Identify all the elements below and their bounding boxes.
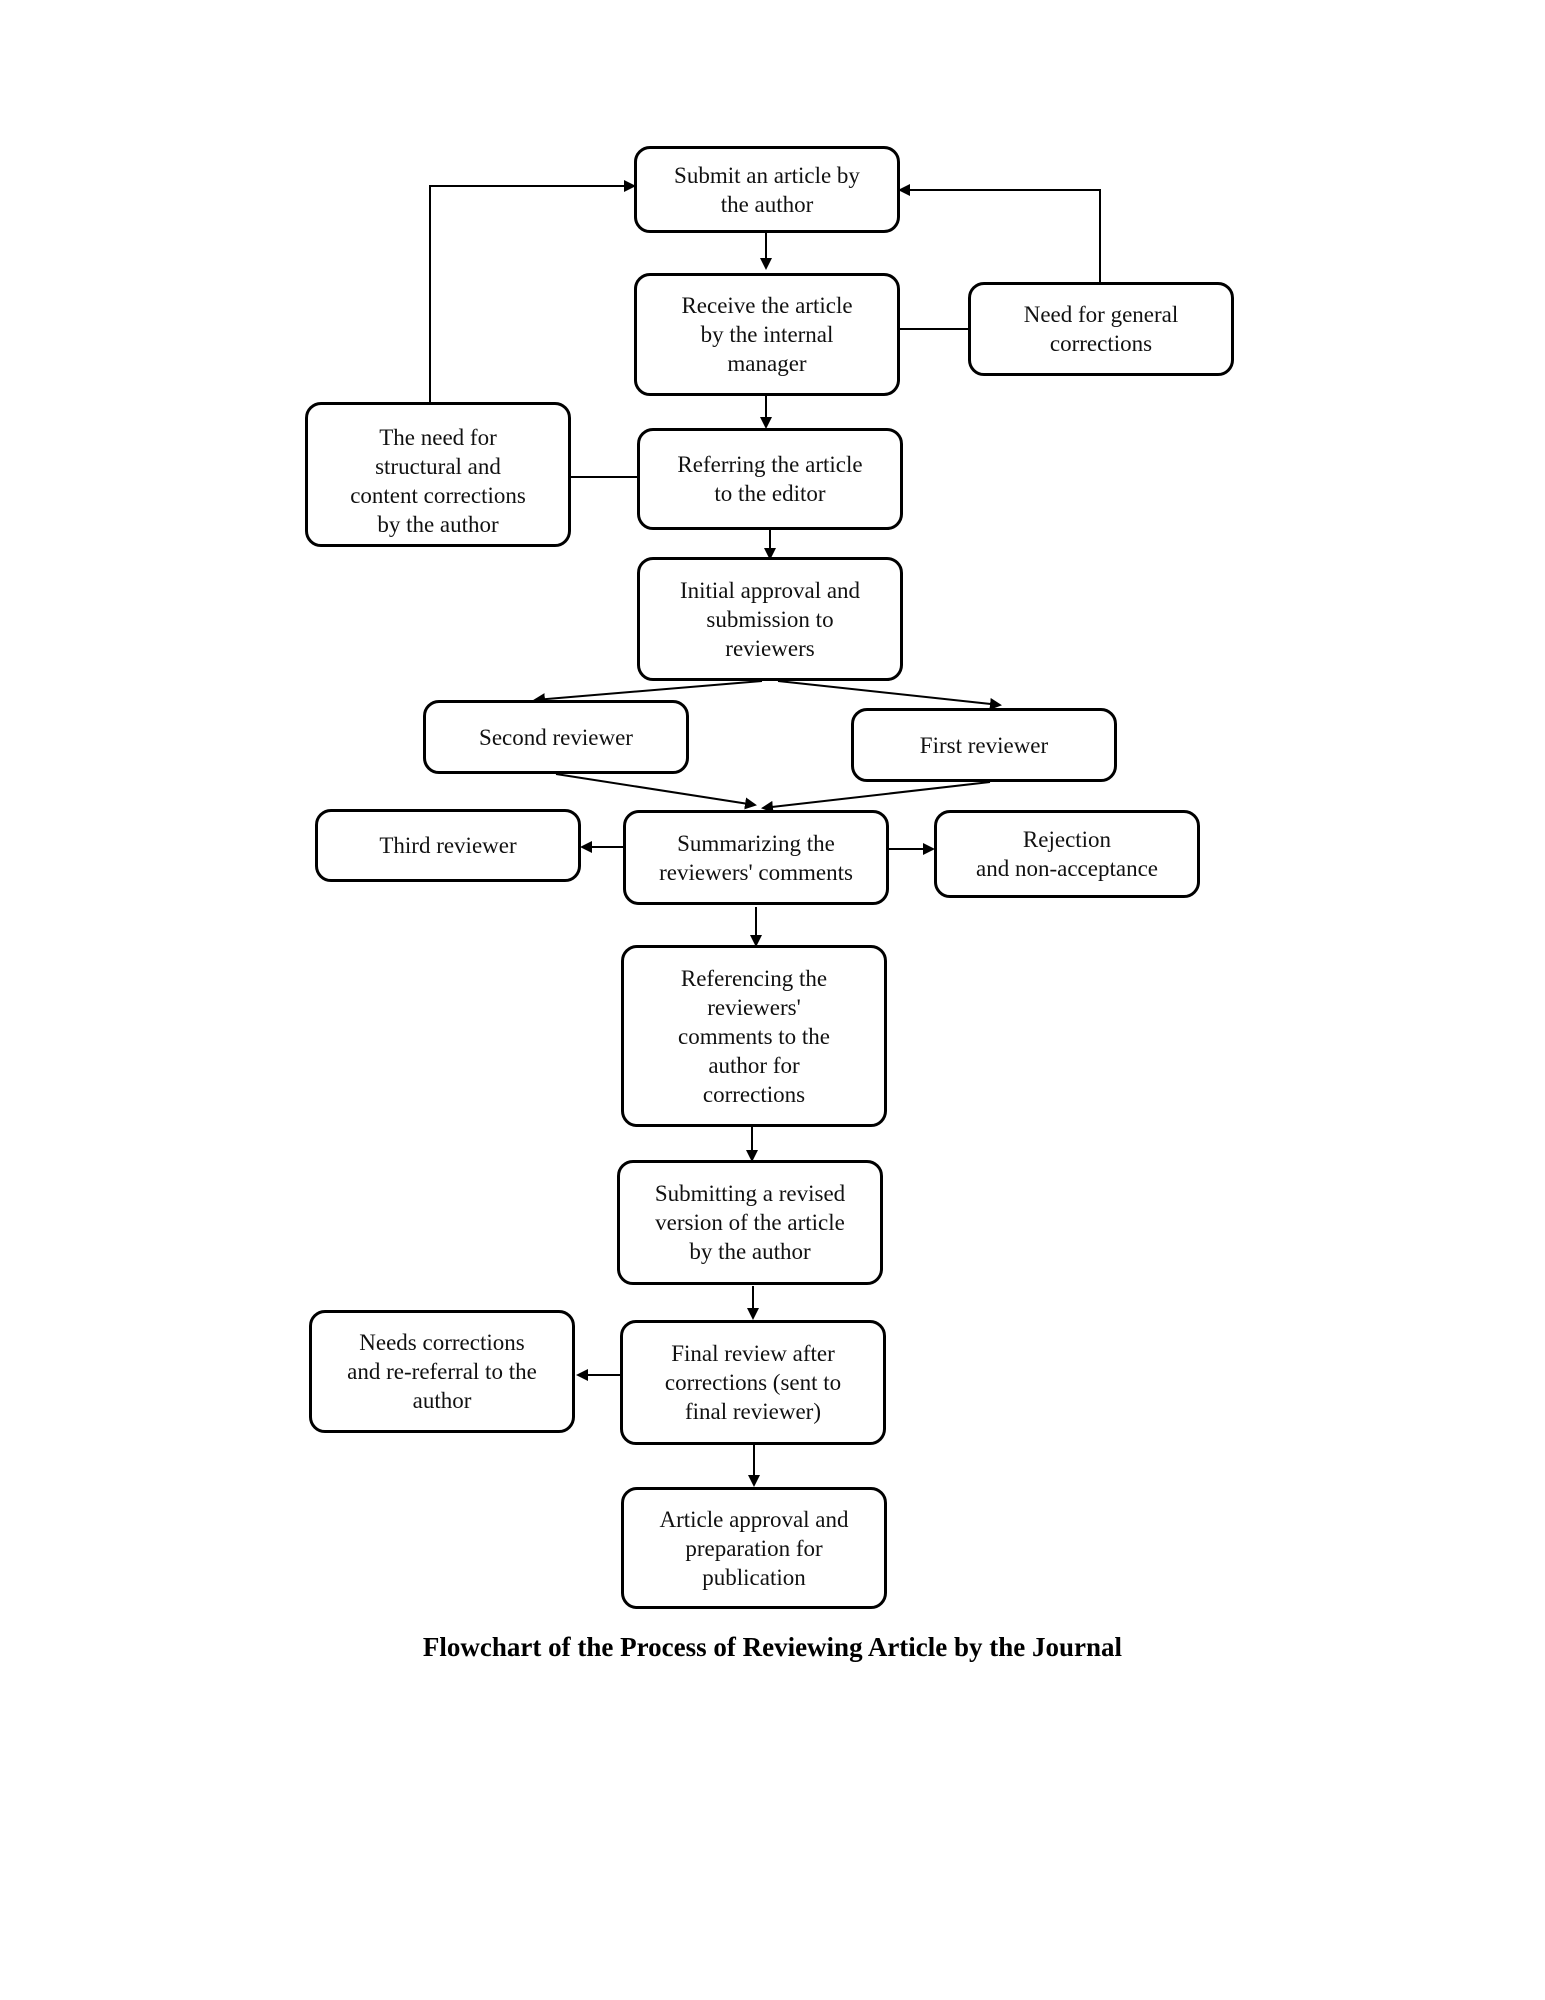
node-final-review: Final review after corrections (sent to … [620,1320,886,1445]
node-final-review-label: Final review after corrections (sent to … [664,1341,842,1424]
node-third-reviewer: Third reviewer [315,809,581,882]
node-summarizing-label: Summarizing the reviewers' comments [659,830,853,885]
node-receive: Receive the article by the internal mana… [634,273,900,396]
node-needs-corrections-label: Needs corrections and re-referral to the… [347,1330,537,1413]
node-initial-approval: Initial approval and submission to revie… [637,557,903,681]
node-rejection-label: Rejection and non-acceptance [976,827,1158,881]
node-first-reviewer: First reviewer [851,708,1117,782]
node-revised-version-label: Submitting a revised version of the arti… [654,1181,846,1264]
arrow-initial-second [533,680,763,706]
arrow-second-summarizing [555,773,757,810]
node-referencing: Referencing the reviewers' comments to t… [621,945,887,1127]
node-revised-version: Submitting a revised version of the arti… [617,1160,883,1285]
node-referring-label: Referring the article to the editor [677,452,863,506]
node-first-reviewer-label: First reviewer [919,732,1049,758]
arrow-first-summarizing [761,781,991,813]
figure-caption: Flowchart of the Process of Reviewing Ar… [422,1632,1123,1662]
node-structural-corrections: The need for structural and content corr… [305,402,571,547]
node-submit-label: Submit an article by the author [674,162,860,217]
node-referring: Referring the article to the editor [637,428,903,530]
node-second-reviewer: Second reviewer [423,700,689,774]
node-second-reviewer-label: Second reviewer [479,724,633,750]
arrow-general-submit [898,184,1101,282]
node-summarizing: Summarizing the reviewers' comments [623,810,889,905]
node-third-reviewer-label: Third reviewer [379,833,517,858]
node-receive-label: Receive the article by the internal mana… [681,293,853,376]
node-needs-corrections: Needs corrections and re-referral to the… [309,1310,575,1433]
node-structural-corrections-label: The need for structural and content corr… [350,425,526,537]
node-article-approval-label: Article approval and preparation for pub… [659,1506,849,1590]
node-article-approval: Article approval and preparation for pub… [621,1487,887,1609]
arrow-structural-submit [429,180,636,402]
node-general-corrections-label: Need for general corrections [1023,302,1179,356]
arrow-initial-first [777,680,1002,710]
node-rejection: Rejection and non-acceptance [934,810,1200,898]
node-initial-approval-label: Initial approval and submission to revie… [679,577,861,661]
node-submit: Submit an article by the author [634,146,900,233]
node-general-corrections: Need for general corrections [968,282,1234,376]
node-referencing-label: Referencing the reviewers' comments to t… [677,965,831,1107]
